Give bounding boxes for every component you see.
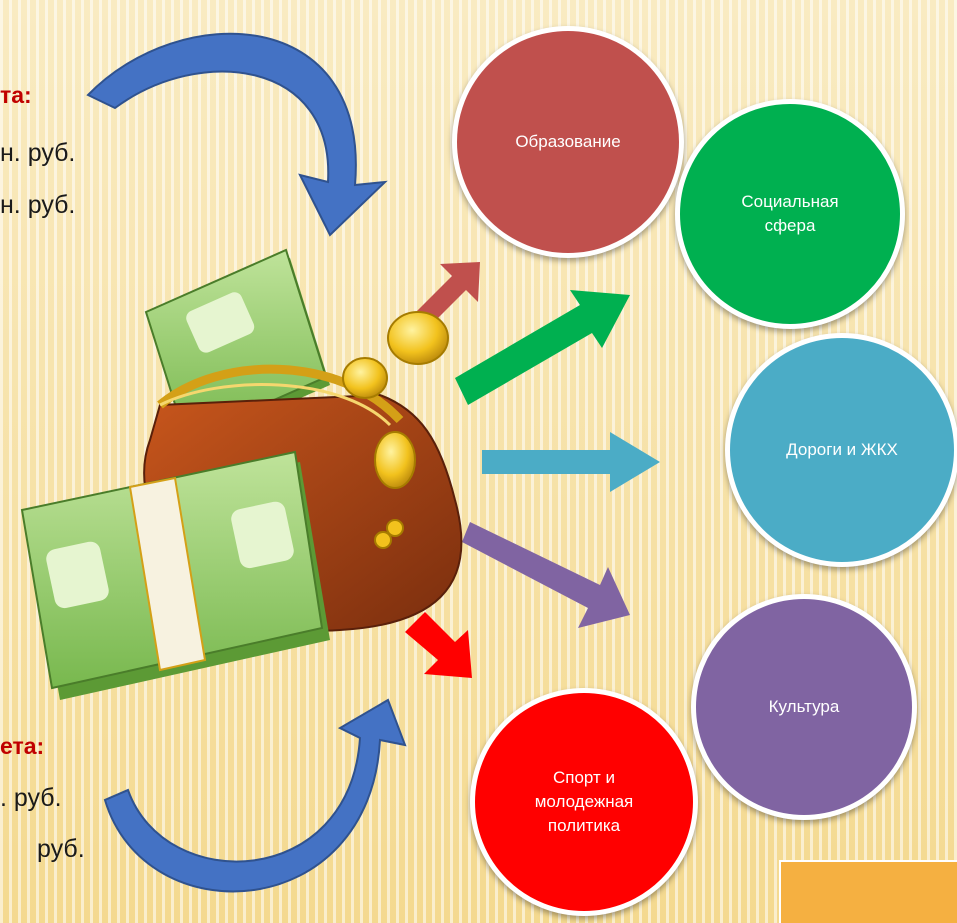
curve-arrow-top (86, 32, 388, 237)
category-education-circle: Образование (452, 26, 684, 258)
category-roads-circle: Дороги и ЖКХ (725, 333, 957, 567)
category-sport-label: Спорт и молодежная политика (534, 768, 634, 835)
expense-line-2: руб. (37, 835, 85, 863)
curve-arrow-bottom (103, 698, 407, 893)
coin-image-2 (342, 357, 388, 399)
arrow-roads (482, 432, 660, 492)
expense-header: ета: (0, 733, 45, 759)
revenue-header: та: (0, 82, 32, 108)
category-social-circle: Социальная сфера (675, 99, 905, 329)
money-stack-bottom-image (20, 450, 330, 700)
category-culture-circle: Культура (691, 594, 917, 820)
category-education-label: Образование (515, 132, 621, 151)
revenue-line-1: н. руб. (0, 139, 76, 167)
accent-box (779, 860, 957, 923)
category-roads-label: Дороги и ЖКХ (786, 440, 898, 459)
category-culture-label: Культура (768, 697, 840, 716)
category-sport-circle: Спорт и молодежная политика (470, 688, 698, 916)
revenue-line-2: н. руб. (0, 191, 76, 219)
arrow-sport (405, 612, 472, 678)
category-social-label: Социальная сфера (741, 192, 839, 235)
expense-line-1: . руб. (0, 784, 62, 812)
arrow-culture (462, 522, 630, 628)
coin-image-3 (374, 431, 416, 489)
coin-image-1 (387, 311, 449, 365)
arrow-social (455, 290, 630, 405)
